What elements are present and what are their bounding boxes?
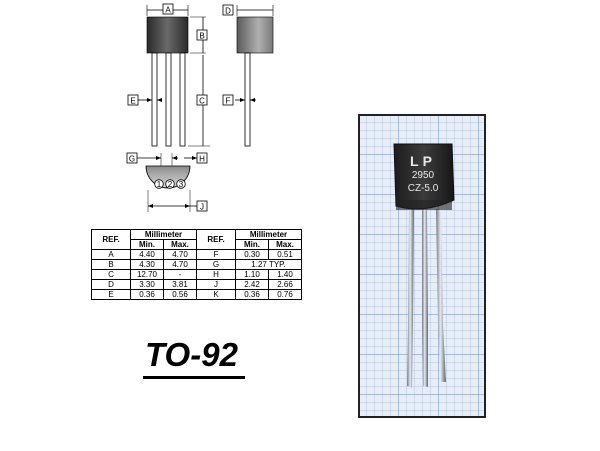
- dim-label-h: H: [199, 155, 205, 164]
- pin-number-2: 2: [168, 180, 173, 189]
- ref-cell: C: [91, 269, 131, 280]
- marking-line-2: 2950: [412, 170, 435, 181]
- min-cell: 0.30: [235, 249, 269, 260]
- min-cell: 4.40: [130, 249, 164, 260]
- min-cell: 2.42: [235, 279, 269, 290]
- min-cell: 12.70: [130, 269, 164, 280]
- table-row: C 12.70 - H 1.10 1.40: [91, 269, 302, 280]
- front-lead-3: [179, 52, 186, 147]
- marking-line-1: LP: [410, 153, 436, 169]
- front-lead-1: [151, 52, 158, 147]
- ref-cell: A: [91, 249, 131, 260]
- min-header: Min.: [130, 239, 164, 250]
- dim-label-a: A: [165, 6, 171, 15]
- photo-lead-3: [436, 209, 446, 382]
- dim-label-e: E: [130, 97, 135, 106]
- typ-cell: 1.27 TYP.: [235, 259, 302, 270]
- max-cell: 0.51: [268, 249, 302, 260]
- max-cell: 0.76: [268, 289, 302, 300]
- max-cell: -: [163, 269, 197, 280]
- unit-header: Millimeter: [130, 229, 197, 240]
- bottom-view: G H 1 2 3 J: [126, 152, 208, 212]
- min-cell: 0.36: [130, 289, 164, 300]
- dim-label-c: C: [199, 97, 205, 106]
- pin-number-1: 1: [157, 180, 162, 189]
- component-photo: LP 2950 CZ-5.0: [358, 114, 486, 418]
- max-cell: 2.66: [268, 279, 302, 290]
- table-row: E 0.36 0.56 K 0.36 0.76: [91, 289, 302, 300]
- ref-cell: J: [196, 279, 236, 290]
- min-cell: 0.36: [235, 289, 269, 300]
- dim-label-g: G: [129, 155, 135, 164]
- max-cell: 4.70: [163, 259, 197, 270]
- table-row: A 4.40 4.70 F 0.30 0.51: [91, 249, 302, 260]
- ref-cell: D: [91, 279, 131, 290]
- ref-cell: G: [196, 259, 236, 270]
- front-lead-2: [165, 52, 172, 147]
- ref-header: REF.: [91, 229, 131, 250]
- front-body: [146, 16, 189, 54]
- max-cell: 3.81: [163, 279, 197, 290]
- table-row: D 3.30 3.81 J 2.42 2.66: [91, 279, 302, 290]
- side-view: D F: [222, 4, 274, 147]
- package-title: TO-92: [145, 336, 238, 373]
- dim-label-d: D: [225, 7, 231, 16]
- dim-label-j: J: [200, 203, 204, 212]
- to92-package-drawing: A B C E D: [126, 3, 274, 212]
- marking-line-3: CZ-5.0: [408, 183, 439, 194]
- dim-label-f: F: [226, 97, 231, 106]
- dimension-table: REF. Millimeter REF. Millimeter Min. Max…: [91, 229, 302, 300]
- table-row: B 4.30 4.70 G 1.27 TYP.: [91, 259, 302, 270]
- pin-number-3: 3: [179, 180, 184, 189]
- unit-header-2: Millimeter: [235, 229, 302, 240]
- ref-cell: E: [91, 289, 131, 300]
- ref-cell: F: [196, 249, 236, 260]
- min-cell: 3.30: [130, 279, 164, 290]
- min-cell: 4.30: [130, 259, 164, 270]
- max-header: Max.: [163, 239, 197, 250]
- side-body: [236, 16, 274, 54]
- photo-lead-1: [407, 209, 414, 388]
- min-header-2: Min.: [235, 239, 269, 250]
- max-cell: 1.40: [268, 269, 302, 280]
- ref-cell: H: [196, 269, 236, 280]
- max-cell: 0.56: [163, 289, 197, 300]
- ref-cell: B: [91, 259, 131, 270]
- max-cell: 4.70: [163, 249, 197, 260]
- title-underline: [143, 376, 245, 379]
- side-lead: [244, 52, 251, 147]
- ref-cell: K: [196, 289, 236, 300]
- photo-lead-2: [422, 209, 428, 387]
- ref-header-2: REF.: [196, 229, 236, 250]
- max-header-2: Max.: [268, 239, 302, 250]
- dim-label-b: B: [199, 32, 204, 41]
- front-view: A B C E: [127, 3, 210, 147]
- min-cell: 1.10: [235, 269, 269, 280]
